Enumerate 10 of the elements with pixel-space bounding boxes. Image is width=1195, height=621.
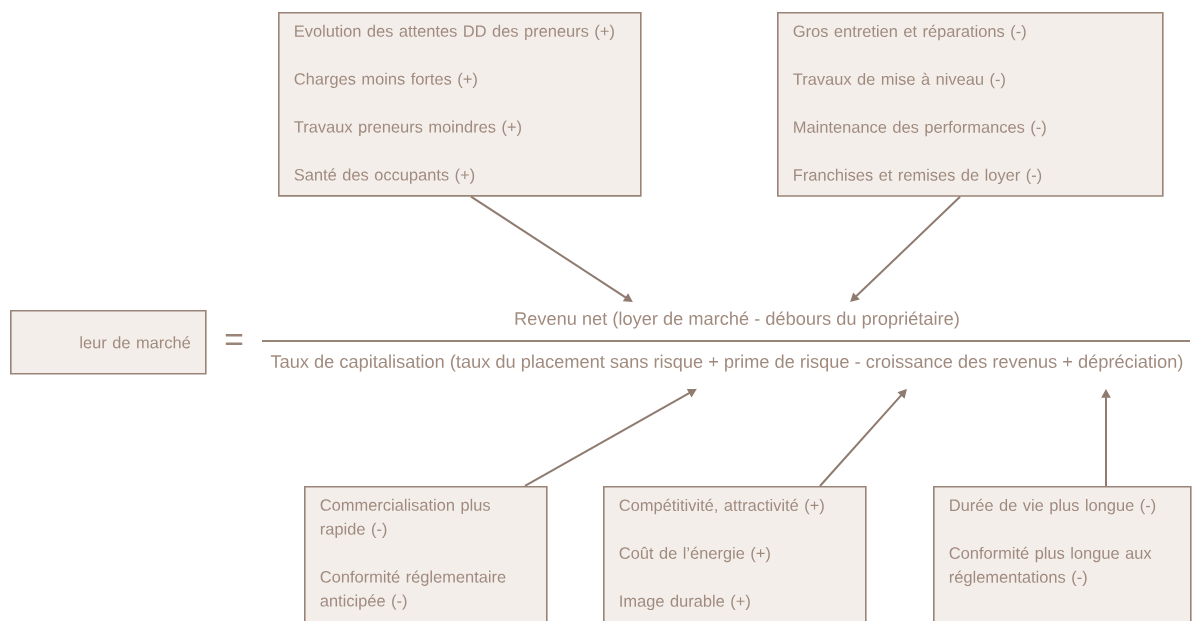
denominator-text: Taux de capitalisation (taux du placement sans risque + prime de risque - croissance des revenus + dépréciation) [270,354,1183,372]
numerator-text: Revenu net (loyer de marché - débours du propriétaire) [515,311,959,329]
factor-box: Commercialisation plus rapide (-) Conformité réglementaire anticipée (-) [304,486,548,621]
factor-box: Durée de vie plus longue (-) Conformité plus longue aux réglementations (-) [933,486,1192,621]
arrow [524,388,697,487]
value-box: leur de marché [10,310,207,375]
factor-box: Gros entretien et réparations (-) Travaux de mise à niveau (-) Maintenance des performances (-) Franchises et remises de loyer (-) [777,12,1164,197]
factor-box: Compétitivité, attractivité (+) Coût de l’énergie (+) Image durable (+) [603,486,867,621]
factor-box: Evolution des attentes DD des preneurs (+) Charges moins fortes (+) Travaux preneurs moindres (+) Santé des occupants (+) [278,12,642,197]
equals-sign: = [225,334,243,345]
